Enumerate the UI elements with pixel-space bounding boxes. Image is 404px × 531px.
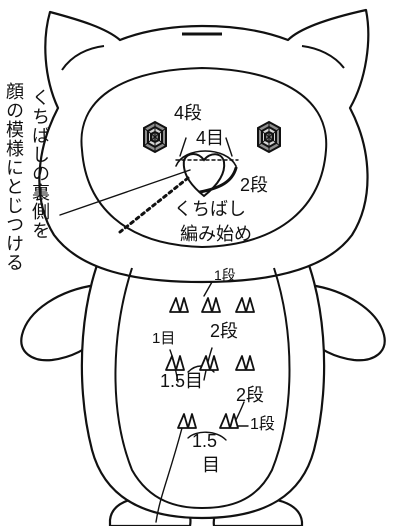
body-outline bbox=[80, 233, 326, 520]
label-stitches-1-5-lower-2: 目 bbox=[202, 455, 220, 475]
label-row-1-lower: 1段 bbox=[250, 416, 275, 433]
label-beak-start-1: くちばし bbox=[174, 199, 246, 219]
rows-4-guide bbox=[179, 137, 187, 157]
label-rows-2-upper: 2段 bbox=[210, 321, 239, 341]
label-row-1: 1段 bbox=[214, 267, 236, 283]
side-note-line2: 顔の模様にとじつける bbox=[4, 82, 24, 272]
right-eye bbox=[257, 120, 281, 154]
right-ear-inner bbox=[301, 45, 345, 69]
beak-outline bbox=[182, 153, 226, 198]
side-note-line1: くちばしの裏側を bbox=[30, 88, 50, 240]
label-beak-start-2: 編み始め bbox=[180, 224, 252, 244]
label-stitch-1: 1目 bbox=[152, 330, 176, 347]
left-ear-inner bbox=[61, 45, 105, 71]
head-outline bbox=[38, 8, 370, 284]
label-stitches-4: 4目 bbox=[196, 128, 225, 148]
label-rows-4: 4段 bbox=[174, 103, 203, 123]
beak-start-curve bbox=[198, 166, 238, 194]
beak-dotted-line bbox=[118, 176, 190, 234]
label-stitches-1-5-lower-1: 1.5 bbox=[192, 431, 218, 451]
belly-outline bbox=[114, 267, 291, 510]
label-rows-2: 2段 bbox=[240, 175, 269, 195]
stitch-symbols bbox=[165, 297, 255, 429]
face-outline bbox=[80, 66, 328, 249]
label-rows-2-lower: 2段 bbox=[236, 385, 265, 405]
left-eye bbox=[143, 120, 167, 154]
label-stitches-1-5-upper: 1.5目 bbox=[160, 371, 204, 391]
side-note-pointer bbox=[59, 169, 191, 216]
